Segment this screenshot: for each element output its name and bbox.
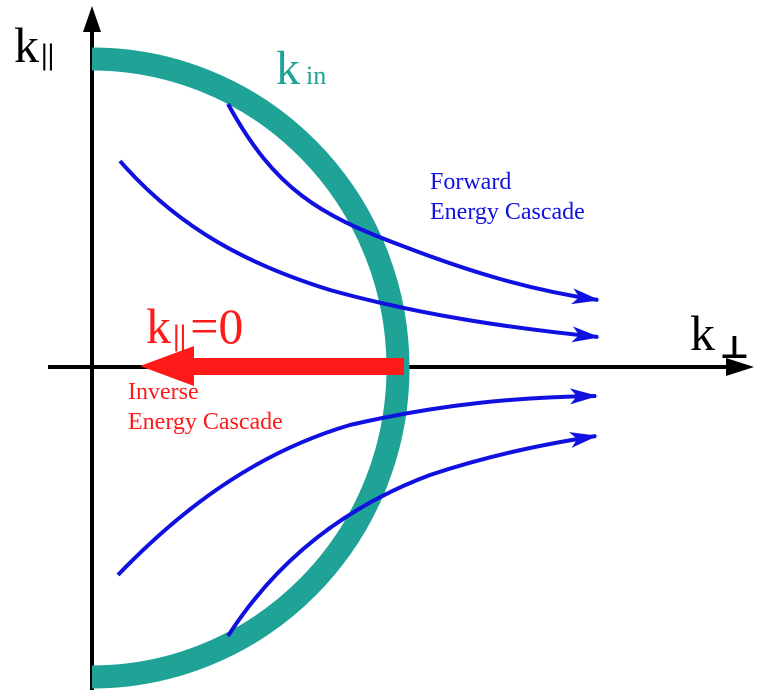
- forward-curve-4: [226, 432, 598, 638]
- forward-caption-line2: Energy Cascade: [430, 199, 585, 225]
- horizontal-axis-letter: k: [690, 305, 715, 361]
- vertical-axis-subscript: ||: [41, 38, 54, 71]
- vertical-axis-label: k||: [14, 17, 54, 73]
- kin-letter: k: [276, 42, 300, 95]
- inverse-caption-line2: Energy Cascade: [128, 409, 283, 435]
- forward-curve-3: [116, 388, 598, 577]
- inverse-k-equals-zero: =0: [190, 298, 243, 354]
- inverse-caption-line1: Inverse: [128, 379, 199, 405]
- inverse-arrow-head: [140, 346, 194, 386]
- inverse-k-subscript: ||: [173, 319, 186, 352]
- inverse-k-letter: k: [146, 298, 171, 354]
- forward-curve-1: [226, 103, 600, 305]
- forward-caption-line1: Forward: [430, 169, 511, 195]
- vertical-axis-arrowhead: [83, 6, 101, 32]
- horizontal-axis-arrowhead: [726, 358, 754, 376]
- inverse-k-label: k||=0: [146, 298, 243, 354]
- horizontal-axis-subscript: ⊥: [719, 329, 750, 365]
- horizontal-axis-label: k⊥: [690, 305, 750, 365]
- kin-subscript: in: [306, 61, 326, 90]
- inverse-arrow-shaft: [190, 358, 404, 375]
- vertical-axis-letter: k: [14, 17, 39, 73]
- forward-curve-2: [118, 159, 600, 343]
